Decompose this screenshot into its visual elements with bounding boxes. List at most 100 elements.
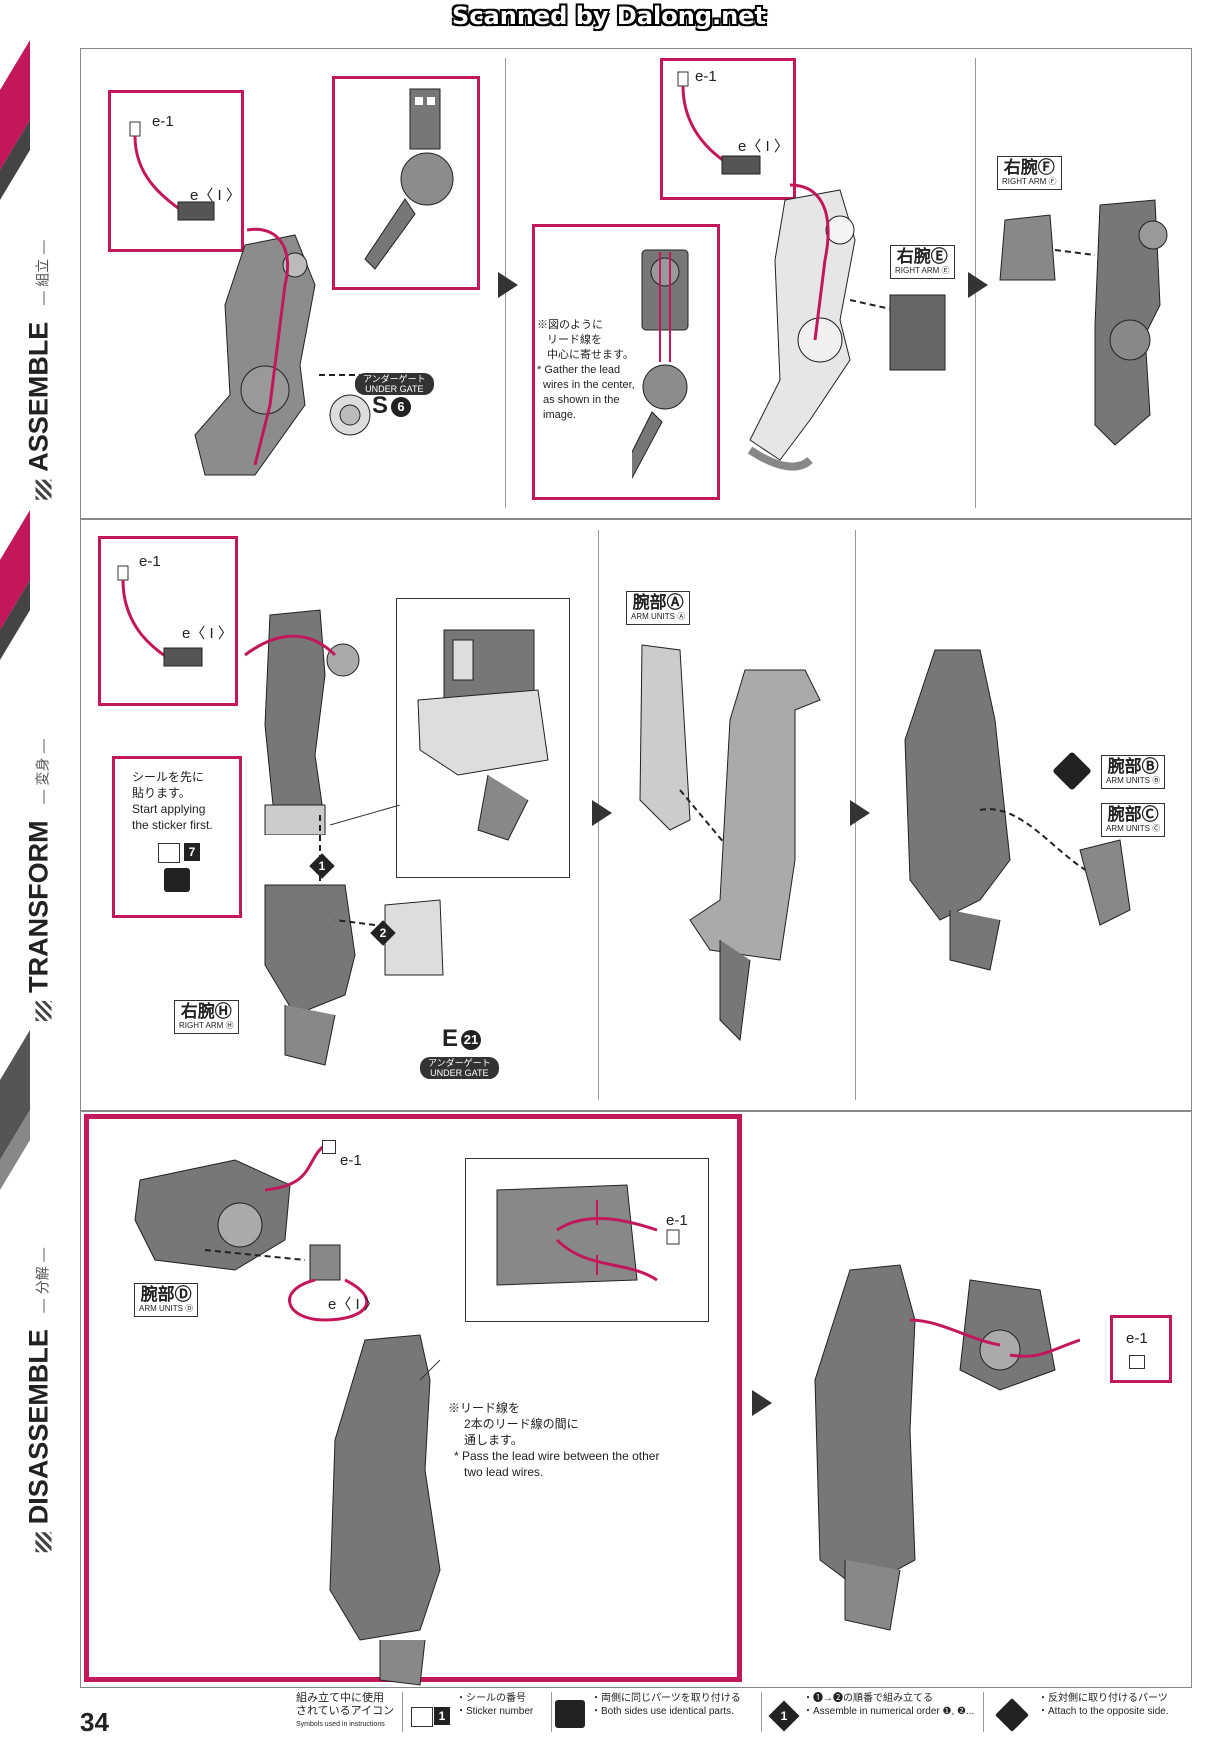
sidebar: ASSEMBLE — 組立 — TRANSFORM — 変身 — DISASSE… (0, 0, 78, 1734)
opposite-side-icon (995, 1698, 1029, 1732)
legend-sticker-number: 1 (434, 1707, 450, 1725)
order-number: 1 (318, 859, 326, 873)
step1-wire-box (108, 90, 244, 252)
connector-icon (1129, 1355, 1145, 1369)
sidebar-transform-label: TRANSFORM (23, 820, 54, 993)
step2-eI-label: e〈 I 〉 (738, 138, 789, 155)
step1-arm-illustration (194, 227, 375, 476)
order-icon: 1 (768, 1700, 800, 1732)
badge-jp: 腕部Ⓒ (1107, 805, 1159, 824)
legend-title: 組み立て中に使用 されているアイコン Symbols used in instr… (296, 1692, 403, 1732)
legend-item-sticker: ・シールの番号 ・Sticker number (456, 1692, 552, 1732)
connector-icon (322, 1140, 336, 1154)
order-1-icon: 1 (309, 853, 335, 879)
sidebar-assemble-label: ASSEMBLE (23, 321, 54, 472)
note-line: 2本のリード線の間に (464, 1417, 579, 1431)
note-line: ※リード線を (448, 1401, 521, 1415)
badge-jp: 右腕Ⓗ (180, 1002, 232, 1021)
step4-e1-label: e-1 (139, 553, 161, 570)
legend-item-opposite: ・反対側に取り付けるパーツ ・Attach to the opposite si… (1038, 1692, 1213, 1732)
note-line: image. (543, 409, 577, 421)
hatch-icon (35, 1000, 52, 1021)
sticker-number: 7 (184, 843, 200, 861)
legend-text: ・シールの番号 (456, 1693, 526, 1704)
under-gate-en: UNDER GATE (430, 1068, 489, 1078)
note-line: two lead wires. (464, 1465, 544, 1479)
step6-illustration (904, 649, 1131, 971)
badge-en: RIGHT ARM Ⓕ (1002, 177, 1057, 186)
step4-arm-illustration (244, 609, 360, 835)
page-number: 34 (80, 1707, 109, 1737)
note-line: リード線を (547, 334, 602, 346)
note-line: Start applying (132, 802, 206, 816)
badge-jp: 腕部Ⓑ (1107, 757, 1159, 776)
part-code-number: 6 (391, 396, 412, 417)
step4-sticker-note: シールを先に 貼ります。 Start applying the sticker … (132, 769, 236, 833)
row2-panel (80, 518, 1192, 1112)
step4-detail-illustration (417, 629, 549, 841)
order-number: 1 (780, 1709, 788, 1723)
note-line: ※図のように (537, 319, 603, 331)
note-line: 通します。 (464, 1433, 523, 1447)
step6-badge-b: 腕部Ⓑ ARM UNITS Ⓑ (1101, 755, 1166, 789)
order-number: 2 (379, 926, 387, 940)
sticker-icon (411, 1707, 433, 1727)
badge-jp: 右腕Ⓕ (1003, 158, 1055, 177)
next-step-arrow (752, 1390, 772, 1416)
hatch-icon (35, 1532, 52, 1553)
sidebar-disassemble-label: DISASSEMBLE (23, 1329, 54, 1525)
step3-illustration (999, 199, 1168, 446)
callout-line (330, 805, 401, 826)
step2-wire-box (660, 58, 796, 200)
part-code-number: 21 (461, 1029, 482, 1050)
step1-part-box (332, 76, 480, 290)
sidebar-disassemble-jp: 分解 (34, 1266, 51, 1295)
legend-title-line: されているアイコン (296, 1705, 395, 1717)
badge-en: ARM UNITS Ⓑ (1106, 776, 1161, 785)
step2-e1-label: e-1 (695, 68, 717, 85)
legend-item-both-sides: ・両側に同じパーツを取り付ける ・Both sides use identica… (591, 1692, 762, 1732)
legend-text: ・Assemble in numerical order ❶, ❷... (803, 1706, 975, 1717)
legend-text: ・❶→❷の順番で組み立てる (803, 1693, 933, 1704)
step2-arm-illustration (747, 183, 946, 471)
part-code-letter: S (372, 392, 389, 419)
legend-text: ・Sticker number (456, 1706, 534, 1717)
step4-wire-box (98, 536, 238, 706)
step2-detail-illustration (632, 249, 689, 479)
badge-jp: 右腕Ⓔ (896, 247, 948, 266)
step8-e1-label: e-1 (1126, 1330, 1148, 1347)
next-step-arrow (498, 272, 518, 298)
step4-eI-label: e〈 I 〉 (182, 625, 233, 642)
step4-lower-illustration (264, 815, 444, 1066)
step7-note: ※リード線を 2本のリード線の間に 通します。 * Pass the lead … (448, 1400, 688, 1480)
step5-badge: 腕部Ⓐ ARM UNITS Ⓐ (626, 591, 691, 625)
note-line: 中心に寄せます。 (547, 349, 634, 361)
step7-badge: 腕部Ⓓ ARM UNITS Ⓓ (134, 1283, 199, 1317)
both-sides-icon (555, 1700, 585, 1728)
note-line: 貼ります。 (132, 786, 191, 800)
legend-title-line: 組み立て中に使用 (296, 1692, 384, 1704)
hatch-icon (35, 479, 52, 500)
badge-en: ARM UNITS Ⓒ (1106, 824, 1161, 833)
sticker-icon (158, 843, 180, 863)
legend-text: ・Attach to the opposite side. (1038, 1706, 1169, 1717)
badge-en: RIGHT ARM Ⓔ (895, 266, 950, 275)
step7-illustration (134, 1143, 369, 1322)
step4-wire-illustration (117, 565, 203, 667)
step7-detail-e1-label: e-1 (666, 1212, 688, 1229)
badge-jp: 腕部Ⓓ (140, 1285, 192, 1304)
part-code-letter: E (442, 1025, 459, 1052)
order-2-icon: 2 (370, 920, 396, 946)
next-step-arrow (850, 800, 870, 826)
legend-text: ・両側に同じパーツを取り付ける (591, 1693, 741, 1704)
step7-eI-label: e〈 I 〉 (328, 1296, 379, 1313)
step1-part-illustration (364, 88, 454, 270)
step4-under-gate-pill: アンダーゲート UNDER GATE (420, 1057, 499, 1079)
legend-text: ・Both sides use identical parts. (591, 1706, 734, 1717)
step7-e1-label: e-1 (340, 1152, 362, 1169)
sidebar-assemble-jp: 組立 (34, 258, 51, 287)
step2-note: ※図のように リード線を 中心に寄せます。 * Gather the lead … (537, 318, 637, 423)
step8-connector-box (1110, 1315, 1172, 1383)
legend-title-line: Symbols used in instructions (296, 1721, 385, 1728)
